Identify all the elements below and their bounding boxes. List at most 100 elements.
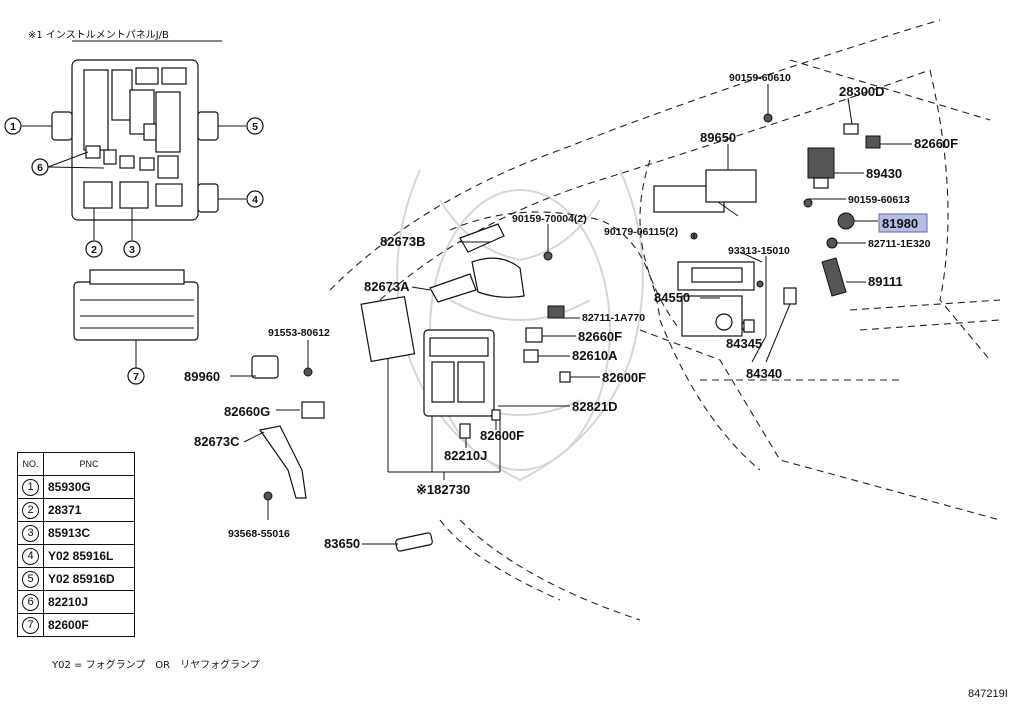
part-89430-module <box>807 147 835 189</box>
row-number: 1 <box>22 478 39 496</box>
center-console <box>653 185 755 337</box>
part-89960-relay <box>251 355 279 379</box>
part-82610A <box>523 349 539 363</box>
table-header-row: NO. PNC <box>17 452 135 476</box>
table-row: 2 28371 <box>17 498 135 522</box>
label-84550: 84550 <box>654 290 690 305</box>
part-duct <box>471 257 525 298</box>
part-82600F-b <box>491 409 501 421</box>
part-82660G <box>301 401 325 419</box>
part-89650-module <box>705 169 757 217</box>
label-82210J: 82210J <box>444 448 487 463</box>
label-93313-15010: 93313-15010 <box>728 245 790 257</box>
label-82660G: 82660G <box>224 404 270 419</box>
label-81980[interactable]: 81980 <box>882 216 918 231</box>
row-number: 7 <box>22 616 39 634</box>
part-82673A-bracket <box>429 273 477 303</box>
leader-lines <box>230 84 912 545</box>
figure-id: 847219I <box>968 688 1008 700</box>
callout-7: 7 <box>127 367 145 385</box>
callout-2: 2 <box>85 240 103 258</box>
label-82711-1A770: 82711-1A770 <box>582 312 645 324</box>
label-89111: 89111 <box>868 274 903 289</box>
part-83650-switch <box>395 532 433 552</box>
callout-4: 4 <box>246 190 264 208</box>
row-pnc: 82210J <box>43 590 135 614</box>
part-82600F-a <box>559 371 571 383</box>
table-row: 3 85913C <box>17 521 135 545</box>
part-screw-93568 <box>263 491 273 520</box>
svg-text:2: 2 <box>91 244 97 256</box>
label-82600F-a: 82600F <box>602 370 646 385</box>
label-82821D: 82821D <box>572 399 618 414</box>
label-82673A: 82673A <box>364 279 410 294</box>
svg-text:6: 6 <box>37 162 43 174</box>
label-90179-06115: 90179-06115(2) <box>604 226 678 238</box>
junction-block-top-view <box>51 59 219 221</box>
part-82711-1E320 <box>826 237 838 249</box>
part-82711-1A770 <box>547 305 565 319</box>
row-number: 4 <box>22 547 39 565</box>
col-header-pnc: PNC <box>43 452 135 476</box>
label-82660F-top: 82660F <box>914 136 958 151</box>
label-84340: 84340 <box>746 366 782 381</box>
svg-text:3: 3 <box>129 244 135 256</box>
svg-text:4: 4 <box>252 194 258 206</box>
callout-3: 3 <box>123 240 141 258</box>
row-pnc: 82600F <box>43 613 135 637</box>
pnc-legend-table: NO. PNC 1 85930G 2 28371 3 85913C 4 Y02 … <box>17 452 135 637</box>
svg-text:7: 7 <box>133 371 139 383</box>
junction-block-side-view <box>73 269 199 341</box>
label-82730: ※182730 <box>416 482 470 497</box>
label-90159-70004: 90159-70004(2) <box>512 213 587 225</box>
row-pnc: 28371 <box>43 498 135 522</box>
row-pnc: 85913C <box>43 521 135 545</box>
table-row: 4 Y02 85916L <box>17 544 135 568</box>
label-91553-80612: 91553-80612 <box>268 327 330 339</box>
table-row: 1 85930G <box>17 475 135 499</box>
part-82730-junction-block <box>360 295 495 417</box>
label-81980-highlight <box>878 213 928 233</box>
part-28300D <box>843 123 859 135</box>
dashboard-outline <box>329 19 1001 621</box>
label-28300D: 28300D <box>839 84 885 99</box>
label-89430: 89430 <box>866 166 902 181</box>
label-84345: 84345 <box>726 336 762 351</box>
label-82660F-mid: 82660F <box>578 329 622 344</box>
svg-text:5: 5 <box>252 121 258 133</box>
row-number: 3 <box>22 524 39 542</box>
callout-1: 1 <box>4 117 22 135</box>
label-82711-1E320: 82711-1E320 <box>868 238 931 250</box>
row-pnc: Y02 85916L <box>43 544 135 568</box>
label-90159-60610: 90159-60610 <box>729 72 791 84</box>
row-pnc: 85930G <box>43 475 135 499</box>
table-row: 5 Y02 85916D <box>17 567 135 591</box>
part-82660F-mid <box>525 327 543 343</box>
callout-6: 6 <box>31 158 49 176</box>
row-number: 6 <box>22 593 39 611</box>
label-89960: 89960 <box>184 369 220 384</box>
col-header-no: NO. <box>17 452 44 476</box>
detail-leaders <box>22 125 246 368</box>
label-82673B: 82673B <box>380 234 426 249</box>
part-82210J <box>459 423 471 439</box>
row-number: 5 <box>22 570 39 588</box>
svg-text:1: 1 <box>10 121 16 133</box>
part-82673B-bracket <box>459 223 505 253</box>
label-82610A: 82610A <box>572 348 618 363</box>
part-89111 <box>821 257 847 297</box>
row-number: 2 <box>22 501 39 519</box>
footnote: Y02 = フォグランプ OR リヤフォグランプ <box>52 660 260 671</box>
row-pnc: Y02 85916D <box>43 567 135 591</box>
part-81980 <box>837 212 855 230</box>
header-title: ※1 インストルメントパネルJ/B <box>28 29 169 41</box>
label-83650: 83650 <box>324 536 360 551</box>
callout-5: 5 <box>246 117 264 135</box>
label-82673C: 82673C <box>194 434 240 449</box>
label-90159-60613: 90159-60613 <box>848 194 910 206</box>
label-89650: 89650 <box>700 130 736 145</box>
table-row: 6 82210J <box>17 590 135 614</box>
label-93568-55016: 93568-55016 <box>228 528 290 540</box>
table-row: 7 82600F <box>17 613 135 637</box>
